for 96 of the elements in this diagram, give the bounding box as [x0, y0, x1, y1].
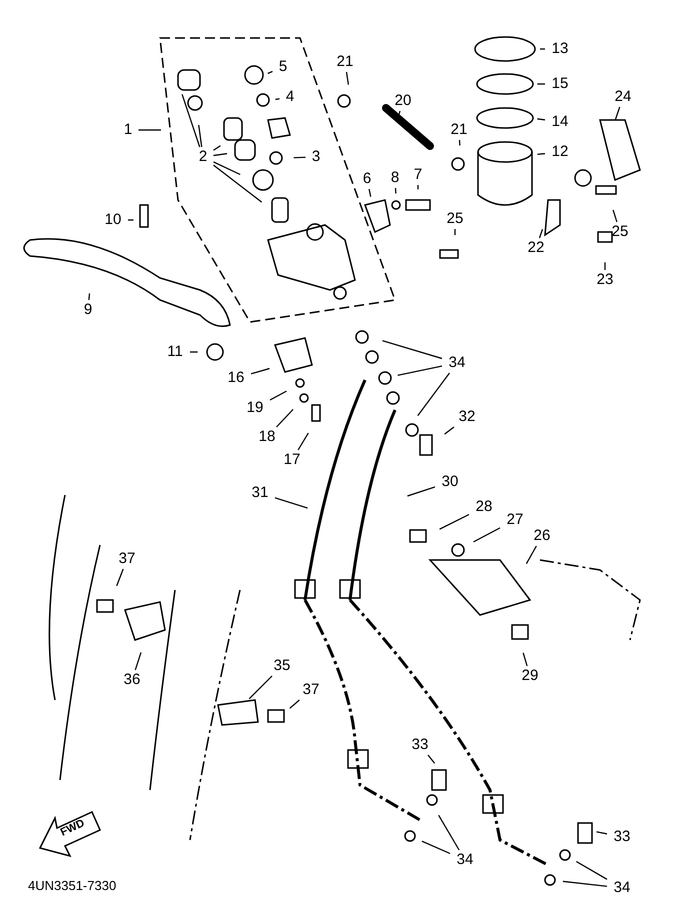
leader-line: [268, 70, 273, 74]
leader-line: [294, 156, 306, 158]
leader-line: [134, 652, 142, 670]
callout-number: 33: [612, 829, 632, 845]
callout-number: 34: [456, 852, 474, 868]
callout-number: 36: [122, 672, 142, 688]
leader-line: [182, 94, 200, 148]
callout-number: 34: [612, 880, 632, 896]
callout-number: 35: [272, 658, 292, 674]
callout-number: 23: [596, 272, 614, 288]
callout-number: 18: [258, 429, 276, 445]
callout-number: 25: [610, 224, 630, 240]
callout-number: 17: [282, 452, 302, 468]
leader-line: [537, 83, 545, 85]
callout-number: 24: [614, 89, 632, 105]
callout-number: 27: [506, 512, 524, 528]
leader-line: [213, 153, 228, 156]
leader-line: [276, 408, 294, 428]
callout-number: 28: [474, 499, 494, 515]
leader-line: [368, 188, 372, 197]
leader-line: [190, 351, 198, 353]
leader-line: [522, 652, 528, 666]
callout-number: 2: [198, 149, 208, 165]
leader-line: [540, 48, 545, 50]
direction-label: FWD: [58, 817, 86, 839]
callout-number: 29: [520, 668, 540, 684]
leader-line: [275, 98, 280, 100]
leader-line: [473, 527, 500, 542]
callout-number: 34: [448, 355, 466, 371]
callout-number: 12: [550, 144, 570, 160]
leader-line: [526, 546, 537, 564]
leader-line: [346, 72, 349, 85]
callout-number: 16: [226, 370, 246, 386]
callout-number: 22: [526, 240, 546, 256]
leader-line: [614, 106, 620, 120]
leader-line: [439, 514, 470, 530]
leader-line: [537, 118, 546, 120]
leader-line: [289, 700, 300, 709]
callout-number: 1: [122, 122, 134, 138]
leader-line: [128, 219, 134, 221]
callout-number: 11: [166, 344, 184, 360]
callout-number: 31: [250, 485, 270, 501]
callout-number: 15: [550, 76, 570, 92]
callout-number: 30: [440, 474, 460, 490]
leader-line: [428, 754, 436, 764]
callout-number: 14: [550, 114, 570, 130]
leader-line: [88, 293, 90, 300]
leader-line: [213, 145, 221, 151]
callout-number: 9: [82, 302, 94, 318]
callout-number: 21: [336, 54, 354, 70]
callout-number: 20: [394, 93, 412, 109]
callout-number: 4: [284, 89, 296, 105]
leader-line: [116, 568, 124, 586]
callout-number: 32: [458, 409, 476, 425]
leader-line: [270, 390, 287, 401]
callout-number: 33: [410, 737, 430, 753]
leader-line: [612, 210, 618, 222]
leader-line: [438, 814, 460, 850]
leader-line: [213, 161, 240, 176]
leader-line: [458, 140, 460, 146]
leader-line: [576, 860, 608, 880]
leader-line: [422, 840, 450, 854]
leader-line: [417, 185, 419, 190]
callout-number: 26: [532, 528, 552, 544]
leader-line: [454, 229, 456, 236]
leader-line: [198, 124, 202, 148]
callout-number: 8: [390, 170, 400, 186]
callout-number: 37: [118, 551, 136, 567]
callout-number: 13: [550, 41, 570, 57]
callout-number: 3: [310, 149, 322, 165]
leader-line: [398, 366, 442, 376]
callout-number: 6: [362, 171, 372, 187]
leader-line: [394, 188, 396, 194]
callout-number: 25: [446, 211, 464, 227]
callout-number: 10: [104, 212, 122, 228]
leader-line: [538, 229, 544, 238]
leader-line: [298, 432, 309, 450]
callout-number: 19: [246, 400, 264, 416]
leader-line: [248, 676, 272, 700]
callout-number: 5: [278, 59, 288, 75]
leader-line: [213, 164, 262, 203]
leader-line: [138, 129, 161, 131]
leader-line: [382, 340, 442, 360]
leader-line: [562, 880, 608, 887]
callout-number: 21: [450, 122, 468, 138]
leader-line: [417, 372, 450, 416]
leader-line: [537, 153, 546, 155]
callout-number: 7: [412, 167, 424, 183]
leader-line: [444, 426, 454, 435]
leader-line: [604, 262, 606, 270]
leader-line: [250, 368, 270, 374]
leader-line: [274, 497, 308, 509]
part-number: 4UN3351-7330: [28, 878, 116, 893]
leader-line: [407, 486, 436, 497]
callout-number: 37: [302, 682, 320, 698]
leader-line: [596, 831, 608, 834]
